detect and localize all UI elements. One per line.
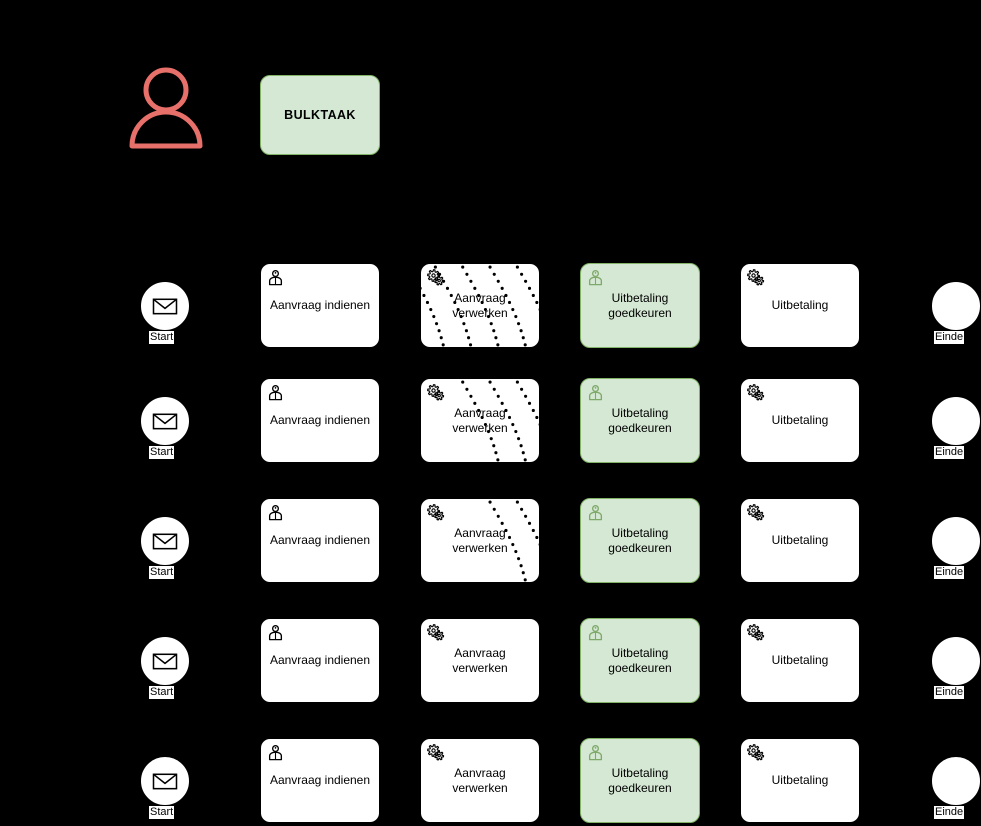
task-aanvraag-verwerken-label-row-4: Aanvraag verwerken	[452, 645, 508, 675]
gear-task-icon	[747, 384, 765, 401]
start-event-label-row-5: Start	[149, 805, 175, 819]
end-event-row-4[interactable]	[932, 636, 980, 685]
user-task-icon	[268, 505, 283, 521]
start-event-row-1[interactable]	[141, 281, 189, 330]
envelope-icon	[152, 533, 178, 549]
start-event-label-row-3: Start	[149, 565, 175, 579]
task-aanvraag-indienen-row-2[interactable]: Aanvraag indienen	[260, 378, 380, 463]
task-aanvraag-verwerken-row-3[interactable]: Aanvraag verwerken	[420, 498, 540, 583]
start-event-row-2[interactable]	[141, 396, 189, 445]
task-uitbetaling-goedkeuren-row-5[interactable]: Uitbetaling goedkeuren	[580, 738, 700, 823]
envelope-icon	[152, 298, 178, 314]
user-task-icon	[268, 270, 283, 286]
end-event-label-row-4: Einde	[934, 685, 965, 699]
task-aanvraag-verwerken-row-1[interactable]: Aanvraag verwerken	[420, 263, 540, 348]
task-aanvraag-indienen-row-1[interactable]: Aanvraag indienen	[260, 263, 380, 348]
task-aanvraag-indienen-label-row-2: Aanvraag indienen	[269, 413, 371, 427]
task-uitbetaling-row-3[interactable]: Uitbetaling	[740, 498, 860, 583]
task-aanvraag-indienen-label-row-4: Aanvraag indienen	[269, 653, 371, 667]
start-event-label-row-2: Start	[149, 445, 175, 459]
end-event-label-row-1: Einde	[934, 330, 965, 344]
task-aanvraag-indienen-label-row-3: Aanvraag indienen	[269, 533, 371, 547]
envelope-icon	[152, 653, 178, 669]
user-task-icon	[268, 385, 283, 401]
user-task-icon	[588, 385, 603, 401]
task-aanvraag-indienen-row-5[interactable]: Aanvraag indienen	[260, 738, 380, 823]
task-aanvraag-verwerken-row-5[interactable]: Aanvraag verwerken	[420, 738, 540, 823]
task-uitbetaling-label-row-3: Uitbetaling	[771, 533, 829, 547]
end-event-row-1[interactable]	[932, 281, 980, 330]
task-aanvraag-indienen-label-row-5: Aanvraag indienen	[269, 773, 371, 787]
task-aanvraag-indienen-label-row-1: Aanvraag indienen	[269, 298, 371, 312]
end-event-row-2[interactable]	[932, 396, 980, 445]
user-task-icon	[588, 625, 603, 641]
gear-task-icon	[747, 744, 765, 761]
user-task-icon	[588, 745, 603, 761]
start-event-label-row-4: Start	[149, 685, 175, 699]
end-event-label-row-3: Einde	[934, 565, 965, 579]
gear-task-icon	[427, 504, 445, 521]
bulk-task-box[interactable]: BULKTAAK	[260, 75, 380, 155]
task-aanvraag-indienen-row-4[interactable]: Aanvraag indienen	[260, 618, 380, 703]
bulk-task-label: BULKTAAK	[284, 107, 356, 122]
task-uitbetaling-row-1[interactable]: Uitbetaling	[740, 263, 860, 348]
task-uitbetaling-row-5[interactable]: Uitbetaling	[740, 738, 860, 823]
task-aanvraag-verwerken-row-4[interactable]: Aanvraag verwerken	[420, 618, 540, 703]
task-uitbetaling-goedkeuren-row-2[interactable]: Uitbetaling goedkeuren	[580, 378, 700, 463]
gear-task-icon	[747, 269, 765, 286]
start-event-row-5[interactable]	[141, 756, 189, 805]
envelope-icon	[152, 773, 178, 789]
task-uitbetaling-label-row-4: Uitbetaling	[771, 653, 829, 667]
actor-figure	[128, 66, 204, 155]
task-uitbetaling-goedkeuren-row-4[interactable]: Uitbetaling goedkeuren	[580, 618, 700, 703]
task-uitbetaling-label-row-5: Uitbetaling	[771, 773, 829, 787]
user-task-icon	[588, 505, 603, 521]
task-uitbetaling-goedkeuren-label-row-4: Uitbetaling goedkeuren	[608, 645, 672, 675]
task-uitbetaling-goedkeuren-row-1[interactable]: Uitbetaling goedkeuren	[580, 263, 700, 348]
task-aanvraag-verwerken-label-row-2: Aanvraag verwerken	[452, 405, 508, 435]
task-aanvraag-verwerken-label-row-5: Aanvraag verwerken	[452, 765, 508, 795]
gear-task-icon	[427, 269, 445, 286]
task-uitbetaling-row-4[interactable]: Uitbetaling	[740, 618, 860, 703]
task-uitbetaling-goedkeuren-row-3[interactable]: Uitbetaling goedkeuren	[580, 498, 700, 583]
end-event-row-3[interactable]	[932, 516, 980, 565]
end-event-label-row-5: Einde	[934, 805, 965, 819]
gear-task-icon	[747, 504, 765, 521]
task-aanvraag-verwerken-label-row-3: Aanvraag verwerken	[452, 525, 508, 555]
task-uitbetaling-goedkeuren-label-row-3: Uitbetaling goedkeuren	[608, 525, 672, 555]
user-task-icon	[268, 745, 283, 761]
task-uitbetaling-label-row-2: Uitbetaling	[771, 413, 829, 427]
end-event-row-5[interactable]	[932, 756, 980, 805]
task-aanvraag-indienen-row-3[interactable]: Aanvraag indienen	[260, 498, 380, 583]
task-uitbetaling-row-2[interactable]: Uitbetaling	[740, 378, 860, 463]
user-task-icon	[588, 270, 603, 286]
gear-task-icon	[747, 624, 765, 641]
user-actor-icon	[129, 67, 203, 149]
user-task-icon	[268, 625, 283, 641]
gear-task-icon	[427, 744, 445, 761]
task-aanvraag-verwerken-label-row-1: Aanvraag verwerken	[452, 290, 508, 320]
task-uitbetaling-goedkeuren-label-row-1: Uitbetaling goedkeuren	[608, 290, 672, 320]
start-event-label-row-1: Start	[149, 330, 175, 344]
envelope-icon	[152, 413, 178, 429]
task-uitbetaling-goedkeuren-label-row-2: Uitbetaling goedkeuren	[608, 405, 672, 435]
task-uitbetaling-label-row-1: Uitbetaling	[771, 298, 829, 312]
task-uitbetaling-goedkeuren-label-row-5: Uitbetaling goedkeuren	[608, 765, 672, 795]
end-event-label-row-2: Einde	[934, 445, 965, 459]
gear-task-icon	[427, 384, 445, 401]
start-event-row-4[interactable]	[141, 636, 189, 685]
gear-task-icon	[427, 624, 445, 641]
start-event-row-3[interactable]	[141, 516, 189, 565]
task-aanvraag-verwerken-row-2[interactable]: Aanvraag verwerken	[420, 378, 540, 463]
